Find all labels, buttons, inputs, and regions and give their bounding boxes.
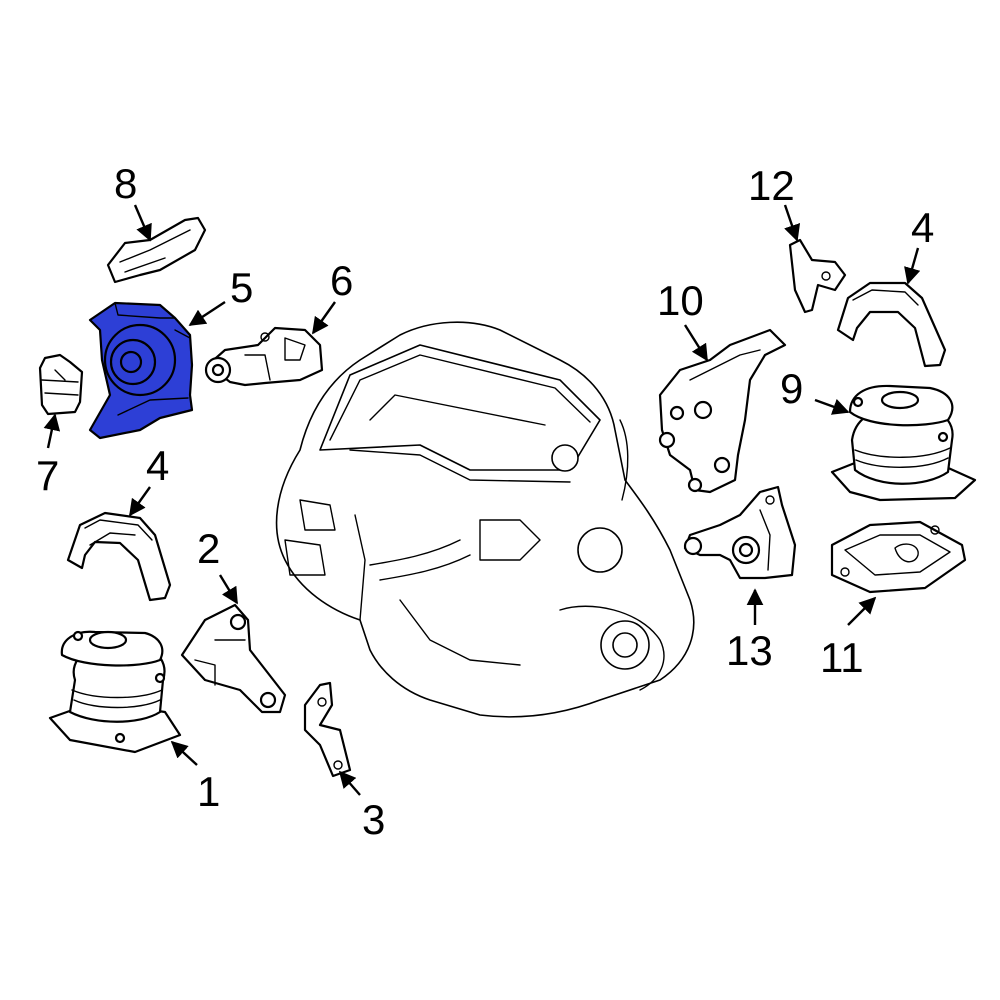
engine-assembly xyxy=(275,321,695,718)
callout-10: 10 xyxy=(657,277,704,324)
part-3-bracket xyxy=(303,681,352,778)
leader-4b xyxy=(904,247,921,285)
leader-10 xyxy=(683,324,709,362)
part-2-bracket xyxy=(180,603,287,714)
leader-7 xyxy=(43,413,61,449)
leader-6 xyxy=(312,301,336,335)
part-1-mount xyxy=(48,630,182,754)
callout-2: 2 xyxy=(197,525,220,572)
leader-8 xyxy=(133,204,152,242)
callout-11: 11 xyxy=(820,634,864,681)
leader-4a xyxy=(129,486,151,517)
leader-3 xyxy=(338,770,361,796)
part-12-bracket xyxy=(788,238,847,314)
part-10-bracket xyxy=(658,328,787,494)
callout-7: 7 xyxy=(36,452,59,499)
leader-2 xyxy=(218,574,239,605)
part-4-bracket-left xyxy=(66,511,172,602)
callout-6: 6 xyxy=(330,257,353,304)
part-7-block xyxy=(38,353,84,416)
leader-1 xyxy=(170,740,198,766)
part-9-mount xyxy=(830,384,977,502)
callout-4-left: 4 xyxy=(146,442,169,489)
leader-9 xyxy=(814,398,850,415)
part-5-mount-highlighted xyxy=(88,301,194,440)
part-6-mount xyxy=(204,326,324,387)
part-11-plate xyxy=(830,520,967,594)
callout-12: 12 xyxy=(748,162,795,209)
callout-labels: 1 2 3 4 4 5 6 7 8 9 10 11 12 13 xyxy=(36,160,934,843)
callout-13: 13 xyxy=(726,627,773,674)
part-4-bracket-right xyxy=(836,281,947,368)
callout-5: 5 xyxy=(230,264,253,311)
part-13-mount xyxy=(683,485,797,580)
leader-11 xyxy=(847,596,877,626)
callout-9: 9 xyxy=(780,365,803,412)
callout-4-right: 4 xyxy=(911,204,934,251)
callout-8: 8 xyxy=(114,160,137,207)
callout-3: 3 xyxy=(362,796,385,843)
leader-5 xyxy=(188,300,226,327)
leader-lines xyxy=(43,204,921,796)
leader-12 xyxy=(783,204,801,242)
part-8-bracket xyxy=(106,216,207,284)
callout-1: 1 xyxy=(197,768,220,815)
